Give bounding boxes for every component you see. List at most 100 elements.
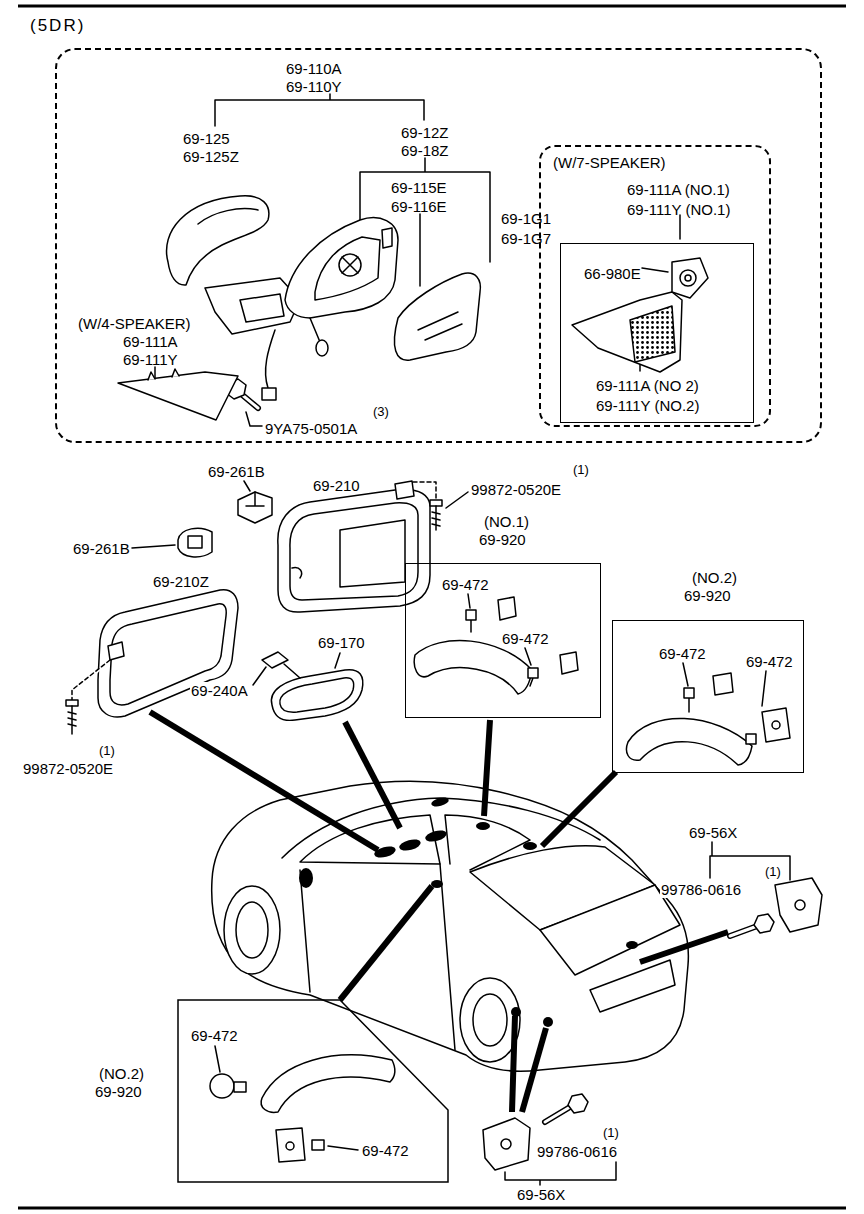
sun-visor	[340, 520, 405, 587]
bracket-part	[754, 914, 774, 933]
part-number: 69-110Y	[285, 78, 343, 95]
visor-clip	[132, 481, 272, 557]
part-number: (1)	[764, 864, 782, 879]
mirror-cover	[167, 196, 269, 285]
rearview-mirror	[271, 670, 362, 721]
mirror-housing	[339, 254, 361, 276]
location-mark	[398, 837, 422, 852]
part-number: 99786-0616	[660, 881, 742, 898]
frame-line	[18, 6, 846, 1208]
part-number: (1)	[602, 1125, 620, 1140]
bracket-part	[795, 900, 805, 910]
car-body	[236, 902, 268, 958]
bracket-line	[419, 214, 421, 286]
assist-grip	[414, 594, 578, 694]
visor-clip	[244, 481, 250, 491]
sun-visor	[290, 503, 418, 600]
garnish	[148, 369, 179, 380]
mirror-housing	[262, 388, 276, 400]
part-number: 69-111A (NO.1)	[626, 181, 731, 198]
visor-clip	[132, 545, 175, 548]
speaker-garnish	[685, 275, 691, 281]
sun-visor	[446, 492, 468, 508]
location-mark	[430, 796, 449, 808]
part-number: 69-210	[312, 477, 361, 494]
box-heading: (NO.2)	[98, 1065, 145, 1082]
car-body	[212, 781, 689, 1071]
assist-grip	[215, 1046, 220, 1072]
part-number: 66-980E	[583, 265, 642, 282]
part-number: 69-472	[361, 1142, 410, 1159]
bracket-part	[483, 1094, 616, 1185]
part-number: 9YA75-0501A	[264, 420, 358, 437]
mirror-cover	[167, 196, 269, 285]
speaker-garnish	[572, 292, 682, 372]
assist-grip	[468, 594, 470, 608]
sun-visor	[108, 642, 124, 660]
bracket-line	[642, 268, 668, 272]
sun-visor	[413, 482, 436, 498]
box-heading: 69-920	[478, 531, 527, 548]
assist-grip	[762, 708, 790, 742]
assist-grip	[772, 721, 780, 729]
assist-grip	[762, 671, 766, 706]
box-heading: (NO.2)	[691, 569, 738, 586]
part-number: 69-110A	[285, 60, 343, 77]
leader-wedge	[512, 1016, 515, 1112]
mirror-housing	[382, 228, 392, 248]
part-number: 69-111A	[122, 333, 179, 350]
rearview-mirror	[253, 652, 363, 720]
box-heading: 69-920	[94, 1083, 143, 1100]
leader-wedge	[150, 712, 728, 1112]
location-mark	[299, 868, 313, 888]
assist-grip	[234, 1082, 246, 1092]
leader-wedge	[484, 720, 490, 816]
bracket-part	[710, 842, 790, 880]
bracket-line	[246, 412, 262, 426]
car-body	[300, 864, 455, 1050]
part-number: 69-18Z	[400, 142, 450, 159]
mirror-housing	[310, 318, 320, 342]
detail-box: (NO.2)69-92069-47269-472	[612, 620, 804, 773]
assist-grip	[466, 610, 476, 632]
speaker-garnish	[572, 258, 708, 372]
bracket-part	[483, 1118, 530, 1170]
sun-visor	[330, 496, 331, 500]
mirror-housing	[205, 278, 300, 334]
sun-visor	[432, 506, 440, 530]
part-number: 69-125Z	[182, 148, 240, 165]
part-number: 69-111A (NO 2)	[595, 377, 700, 394]
frame-line	[18, 6, 846, 1208]
leader-wedge	[345, 722, 400, 828]
visor-clip	[188, 536, 202, 548]
assist-grip	[276, 1128, 305, 1162]
part-number: 99872-0520E	[22, 760, 114, 777]
car-body	[473, 994, 507, 1046]
location-mark	[476, 822, 490, 830]
assist-grip	[683, 663, 688, 686]
part-number: 69-472	[501, 630, 550, 647]
part-number: 69-125	[182, 130, 231, 147]
assist-grip	[286, 1142, 294, 1150]
car-body	[590, 960, 675, 1012]
location-mark	[523, 842, 537, 850]
part-number: 69-115E	[390, 179, 448, 196]
part-number: 69-1G7	[500, 230, 552, 247]
box-heading: 69-920	[683, 587, 732, 604]
location-mark	[424, 828, 448, 843]
bracket-line	[154, 367, 156, 378]
location-mark	[626, 941, 638, 949]
box-heading: (NO.1)	[483, 513, 530, 530]
assist-grip	[210, 1074, 234, 1098]
garnish	[118, 372, 238, 420]
bracket-part	[568, 1094, 588, 1113]
detail-box: (NO.1)69-92069-47269-472	[405, 563, 601, 718]
rearview-mirror	[284, 664, 300, 678]
detail-box: (NO.2)69-92069-47269-472	[178, 1000, 448, 1182]
assist-grip	[498, 597, 516, 620]
rearview-mirror	[262, 652, 288, 668]
bracket-part	[775, 878, 822, 932]
sun-visor	[395, 481, 414, 499]
visor-clip	[246, 492, 264, 506]
